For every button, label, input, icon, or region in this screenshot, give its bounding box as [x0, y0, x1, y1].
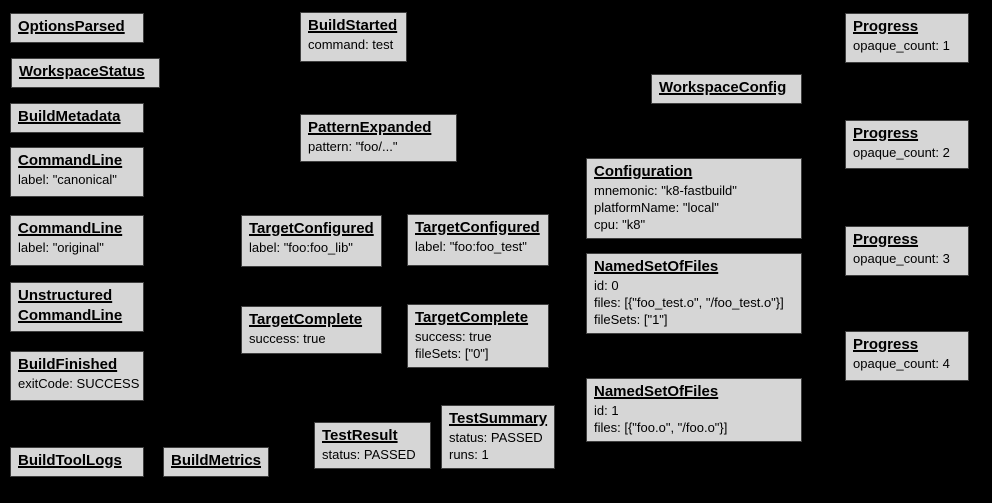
event-box-progress-3: Progress opaque_count: 3 [845, 226, 969, 276]
box-title: CommandLine [18, 220, 123, 237]
box-detail-line: files: [{"foo.o", "/foo.o"}] [594, 420, 728, 435]
event-box-options-parsed: OptionsParsed [10, 13, 144, 43]
box-title: Progress [853, 231, 919, 248]
event-box-named-set-of-files-1: NamedSetOfFiles id: 1 files: [{"foo.o", … [586, 378, 802, 442]
box-detail-line: runs: 1 [449, 447, 489, 462]
event-box-test-result: TestResult status: PASSED [314, 422, 431, 469]
box-detail-line: pattern: "foo/..." [308, 139, 398, 154]
event-box-configuration: Configuration mnemonic: "k8-fastbuild" p… [586, 158, 802, 239]
box-title: BuildToolLogs [18, 452, 122, 469]
event-box-build-tool-logs: BuildToolLogs [10, 447, 144, 477]
event-box-target-configured-foo-test: TargetConfigured label: "foo:foo_test" [407, 214, 549, 266]
box-detail-line: success: true [249, 331, 326, 346]
event-box-test-summary: TestSummary status: PASSED runs: 1 [441, 405, 555, 469]
event-box-command-line-original: CommandLine label: "original" [10, 215, 144, 266]
box-detail-line: opaque_count: 1 [853, 38, 950, 53]
event-box-pattern-expanded: PatternExpanded pattern: "foo/..." [300, 114, 457, 162]
event-box-build-finished: BuildFinished exitCode: SUCCESS [10, 351, 144, 401]
box-detail-line: opaque_count: 3 [853, 251, 950, 266]
box-title: TestSummary [449, 410, 548, 427]
event-box-target-configured-foo-lib: TargetConfigured label: "foo:foo_lib" [241, 215, 382, 267]
event-box-named-set-of-files-0: NamedSetOfFiles id: 0 files: [{"foo_test… [586, 253, 802, 334]
box-detail-line: command: test [308, 37, 394, 52]
event-box-build-started: BuildStarted command: test [300, 12, 407, 62]
box-detail-line: status: PASSED [449, 430, 543, 445]
box-detail-line: status: PASSED [322, 447, 416, 462]
box-detail-line: opaque_count: 2 [853, 145, 950, 160]
box-detail-line: success: true [415, 329, 492, 344]
box-detail-line: fileSets: ["0"] [415, 346, 489, 361]
box-detail-line: files: [{"foo_test.o", "/foo_test.o"}] [594, 295, 784, 310]
event-box-target-complete-foo-test: TargetComplete success: true fileSets: [… [407, 304, 549, 368]
event-box-command-line-canonical: CommandLine label: "canonical" [10, 147, 144, 197]
box-detail-line: opaque_count: 4 [853, 356, 950, 371]
box-title: BuildMetadata [18, 108, 121, 125]
box-title: TargetComplete [249, 311, 363, 328]
box-title: BuildMetrics [171, 452, 262, 469]
box-title: Progress [853, 125, 919, 142]
box-title: BuildStarted [308, 17, 398, 34]
box-title: PatternExpanded [308, 119, 432, 136]
box-title: NamedSetOfFiles [594, 383, 719, 400]
box-title: NamedSetOfFiles [594, 258, 719, 275]
event-box-build-metrics: BuildMetrics [163, 447, 269, 477]
box-detail-line: label: "foo:foo_test" [415, 239, 527, 254]
event-box-build-metadata: BuildMetadata [10, 103, 144, 133]
box-title: Progress [853, 18, 919, 35]
box-title: Unstructured CommandLine [18, 287, 123, 324]
box-title: OptionsParsed [18, 18, 125, 35]
box-detail-line: cpu: "k8" [594, 217, 646, 232]
event-box-progress-4: Progress opaque_count: 4 [845, 331, 969, 381]
event-box-target-complete-foo-lib: TargetComplete success: true [241, 306, 382, 354]
box-title: WorkspaceStatus [19, 63, 145, 80]
event-box-unstructured-command-line: Unstructured CommandLine [10, 282, 144, 332]
box-detail-line: label: "original" [18, 240, 104, 255]
box-title: CommandLine [18, 152, 123, 169]
box-detail-line: label: "canonical" [18, 172, 117, 187]
box-title: WorkspaceConfig [659, 79, 787, 96]
event-box-workspace-config: WorkspaceConfig [651, 74, 802, 104]
event-box-progress-1: Progress opaque_count: 1 [845, 13, 969, 63]
box-title: TargetConfigured [249, 220, 374, 237]
box-detail-line: exitCode: SUCCESS [18, 376, 140, 391]
box-detail-line: fileSets: ["1"] [594, 312, 668, 327]
box-detail-line: label: "foo:foo_lib" [249, 240, 353, 255]
box-title: TargetConfigured [415, 219, 540, 236]
box-title: Configuration [594, 163, 693, 180]
box-detail-line: id: 0 [594, 278, 619, 293]
box-title: TestResult [322, 427, 398, 444]
box-detail-line: id: 1 [594, 403, 619, 418]
box-title: TargetComplete [415, 309, 529, 326]
box-title: Progress [853, 336, 919, 353]
event-box-workspace-status: WorkspaceStatus [11, 58, 160, 88]
box-detail-line: mnemonic: "k8-fastbuild" [594, 183, 737, 198]
box-title: BuildFinished [18, 356, 118, 373]
box-detail-line: platformName: "local" [594, 200, 719, 215]
event-box-progress-2: Progress opaque_count: 2 [845, 120, 969, 169]
